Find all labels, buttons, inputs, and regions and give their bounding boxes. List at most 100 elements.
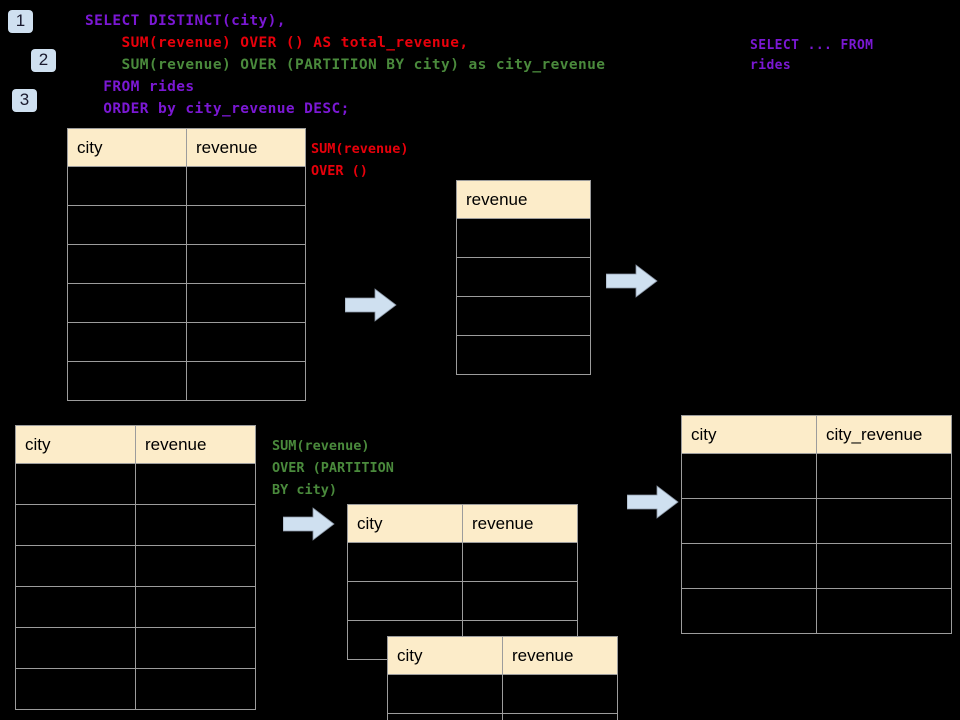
table-cell [15, 504, 136, 546]
table-cell [186, 244, 306, 284]
table-cell [186, 361, 306, 401]
table-source-top: city revenue [67, 128, 306, 401]
table-cell [816, 543, 952, 589]
table-source-bottom: city revenue [15, 425, 256, 710]
column-header-city: city [67, 128, 187, 167]
arrow-top-left [345, 288, 397, 322]
column-header-city: city [15, 425, 136, 464]
side-note-line-1: SELECT ... FROM [750, 38, 874, 53]
table-cell [816, 588, 952, 634]
table-cell [502, 674, 618, 714]
table-body [456, 218, 591, 375]
table-row [456, 257, 591, 297]
table-header-row: city revenue [347, 504, 578, 543]
table-row [387, 713, 618, 720]
sql-line-total: SUM(revenue) OVER () AS total_revenue, [85, 35, 469, 51]
column-header-revenue: revenue [186, 128, 306, 167]
table-cell [135, 504, 256, 546]
table-result: city city_revenue [681, 415, 952, 634]
table-cell [67, 166, 187, 206]
column-header-revenue: revenue [456, 180, 591, 219]
table-header-row: city revenue [67, 128, 306, 167]
table-cell [67, 205, 187, 245]
step-badge-3: 3 [12, 89, 37, 112]
arrow-bottom-right [627, 485, 679, 519]
table-cell [15, 627, 136, 669]
sql-line-order: ORDER by city_revenue DESC; [85, 101, 350, 117]
table-cell [67, 361, 187, 401]
arrow-top-right [606, 264, 658, 298]
table-row [681, 498, 952, 544]
table-body [387, 674, 618, 720]
table-row [67, 244, 306, 284]
table-cell [67, 244, 187, 284]
arrow-bottom-left [283, 507, 335, 541]
column-header-revenue: revenue [135, 425, 256, 464]
annotation-partition-by-city: SUM(revenue) OVER (PARTITION BY city) [272, 438, 394, 498]
table-partition-front: city revenue [387, 636, 618, 720]
table-cell [387, 674, 503, 714]
column-header-revenue: revenue [502, 636, 618, 675]
table-cell [502, 713, 618, 720]
table-cell [347, 581, 463, 621]
column-header-city: city [681, 415, 817, 454]
table-cell [816, 453, 952, 499]
table-cell [186, 322, 306, 362]
table-cell [15, 545, 136, 587]
table-row [15, 504, 256, 546]
table-row [681, 543, 952, 589]
table-cell [15, 463, 136, 505]
table-cell [456, 335, 591, 375]
table-header-row: city city_revenue [681, 415, 952, 454]
table-cell [816, 498, 952, 544]
table-cell [186, 283, 306, 323]
table-cell [681, 453, 817, 499]
table-row [15, 463, 256, 505]
table-total-revenue: revenue [456, 180, 591, 375]
column-header-revenue: revenue [462, 504, 578, 543]
table-cell [681, 498, 817, 544]
table-row [67, 322, 306, 362]
table-row [387, 674, 618, 714]
sql-line-partition: SUM(revenue) OVER (PARTITION BY city) as… [85, 57, 606, 73]
column-header-city-revenue: city_revenue [816, 415, 952, 454]
table-row [67, 166, 306, 206]
table-row [347, 581, 578, 621]
table-header-row: city revenue [387, 636, 618, 675]
step-badge-2: 2 [31, 49, 56, 72]
table-cell [135, 586, 256, 628]
table-row [67, 361, 306, 401]
table-cell [387, 713, 503, 720]
table-row [67, 283, 306, 323]
table-cell [15, 668, 136, 710]
table-row [456, 218, 591, 258]
table-cell [135, 627, 256, 669]
table-cell [186, 166, 306, 206]
table-header-row: revenue [456, 180, 591, 219]
table-row [15, 586, 256, 628]
table-row [681, 453, 952, 499]
table-cell [135, 545, 256, 587]
table-cell [456, 257, 591, 297]
column-header-city: city [387, 636, 503, 675]
table-cell [462, 581, 578, 621]
table-row [456, 296, 591, 336]
table-cell [456, 296, 591, 336]
sql-line-from: FROM rides [85, 79, 195, 95]
sql-line-select: SELECT DISTINCT(city), [85, 13, 286, 29]
table-cell [681, 588, 817, 634]
table-cell [135, 463, 256, 505]
table-body [67, 166, 306, 401]
table-header-row: city revenue [15, 425, 256, 464]
table-cell [15, 586, 136, 628]
column-header-city: city [347, 504, 463, 543]
table-cell [347, 542, 463, 582]
table-row [456, 335, 591, 375]
table-cell [456, 218, 591, 258]
table-cell [186, 205, 306, 245]
table-row [15, 545, 256, 587]
table-cell [135, 668, 256, 710]
table-row [347, 542, 578, 582]
table-cell [67, 283, 187, 323]
table-row [15, 668, 256, 710]
